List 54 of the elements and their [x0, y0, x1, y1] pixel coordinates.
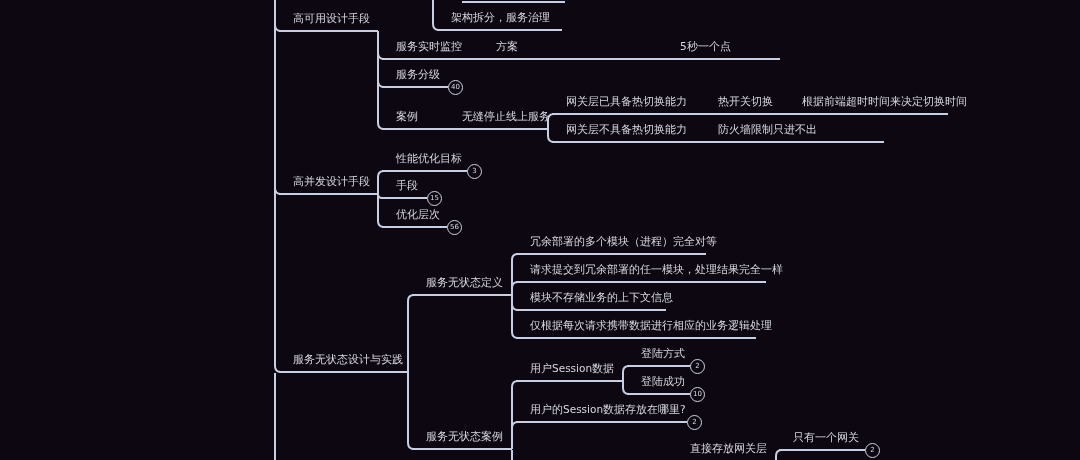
connector-line: [661, 58, 667, 60]
connector-line: [547, 128, 555, 143]
connector-line: [377, 193, 385, 228]
connector-line: [823, 141, 829, 143]
connector-line: [699, 113, 705, 115]
topic-text: 直接存放网关层: [690, 442, 767, 455]
topic-text: 热开关切换: [718, 95, 773, 108]
connector-line: [377, 170, 385, 195]
connector-line: [511, 281, 519, 296]
topic-text: 冗余部署的多个模块（进程）完全对等: [530, 235, 717, 248]
connector-line: [547, 113, 555, 130]
connector-line: [407, 371, 415, 450]
topic-text: 服务无状态定义: [426, 276, 503, 289]
connector-line: [274, 365, 282, 373]
topic-text: 高可用设计手段: [293, 12, 370, 25]
connector-line: [511, 421, 519, 450]
topic-text: 网关层不具备热切换能力: [566, 123, 687, 136]
topic-text: 模块不存储业务的上下文信息: [530, 291, 673, 304]
connector-line: [537, 58, 543, 60]
topic-text: 登陆方式: [641, 347, 685, 360]
topic-text: 性能优化目标: [396, 152, 462, 165]
topic-text: 优化层次: [396, 208, 440, 221]
connector-line: [511, 294, 519, 339]
topic-text: 根据前端超时时间来决定切换时间: [802, 95, 967, 108]
connector-line: [377, 30, 385, 130]
connector-line: [407, 294, 415, 373]
connector-line: [622, 365, 630, 382]
topic-text: 5秒一个点: [680, 40, 731, 53]
topic-text: 服务实时监控: [396, 40, 462, 53]
topic-text: 登陆成功: [641, 375, 685, 388]
topic-text: 服务无状态设计与实践: [293, 353, 403, 366]
topic-text: 无缝停止线上服务: [462, 110, 550, 123]
topic-text: 架构拆分，服务治理: [451, 11, 550, 24]
topic-text: 方案: [496, 40, 518, 53]
topic-text: 手段: [396, 179, 418, 192]
topic-text: 服务分级: [396, 68, 440, 81]
topic-text: 高并发设计手段: [293, 175, 370, 188]
connector-line: [477, 58, 483, 60]
topic-text: 用户Session数据: [530, 362, 615, 375]
topic-text: 服务无状态案例: [426, 430, 503, 443]
topic-text: 用户的Session数据存放在哪里?: [530, 403, 686, 416]
connector-line: [783, 113, 789, 115]
connector-line: [443, 128, 449, 130]
topic-text: 案例: [396, 110, 418, 123]
connector-line: [432, 0, 440, 31]
topic-text: 防火墙限制只进不出: [718, 123, 817, 136]
topic-text: 只有一个网关: [793, 431, 859, 444]
topic-text: 网关层已具备热切换能力: [566, 95, 687, 108]
topic-text: 请求提交到冗余部署的任一模块，处理结果完全一样: [530, 263, 783, 276]
topic-text: 仅根据每次请求携带数据进行相应的业务逻辑处理: [530, 319, 772, 332]
connector-line: [699, 141, 705, 143]
connector-line: [377, 193, 383, 199]
connector-line: [622, 380, 630, 395]
connector-line: [775, 449, 783, 460]
